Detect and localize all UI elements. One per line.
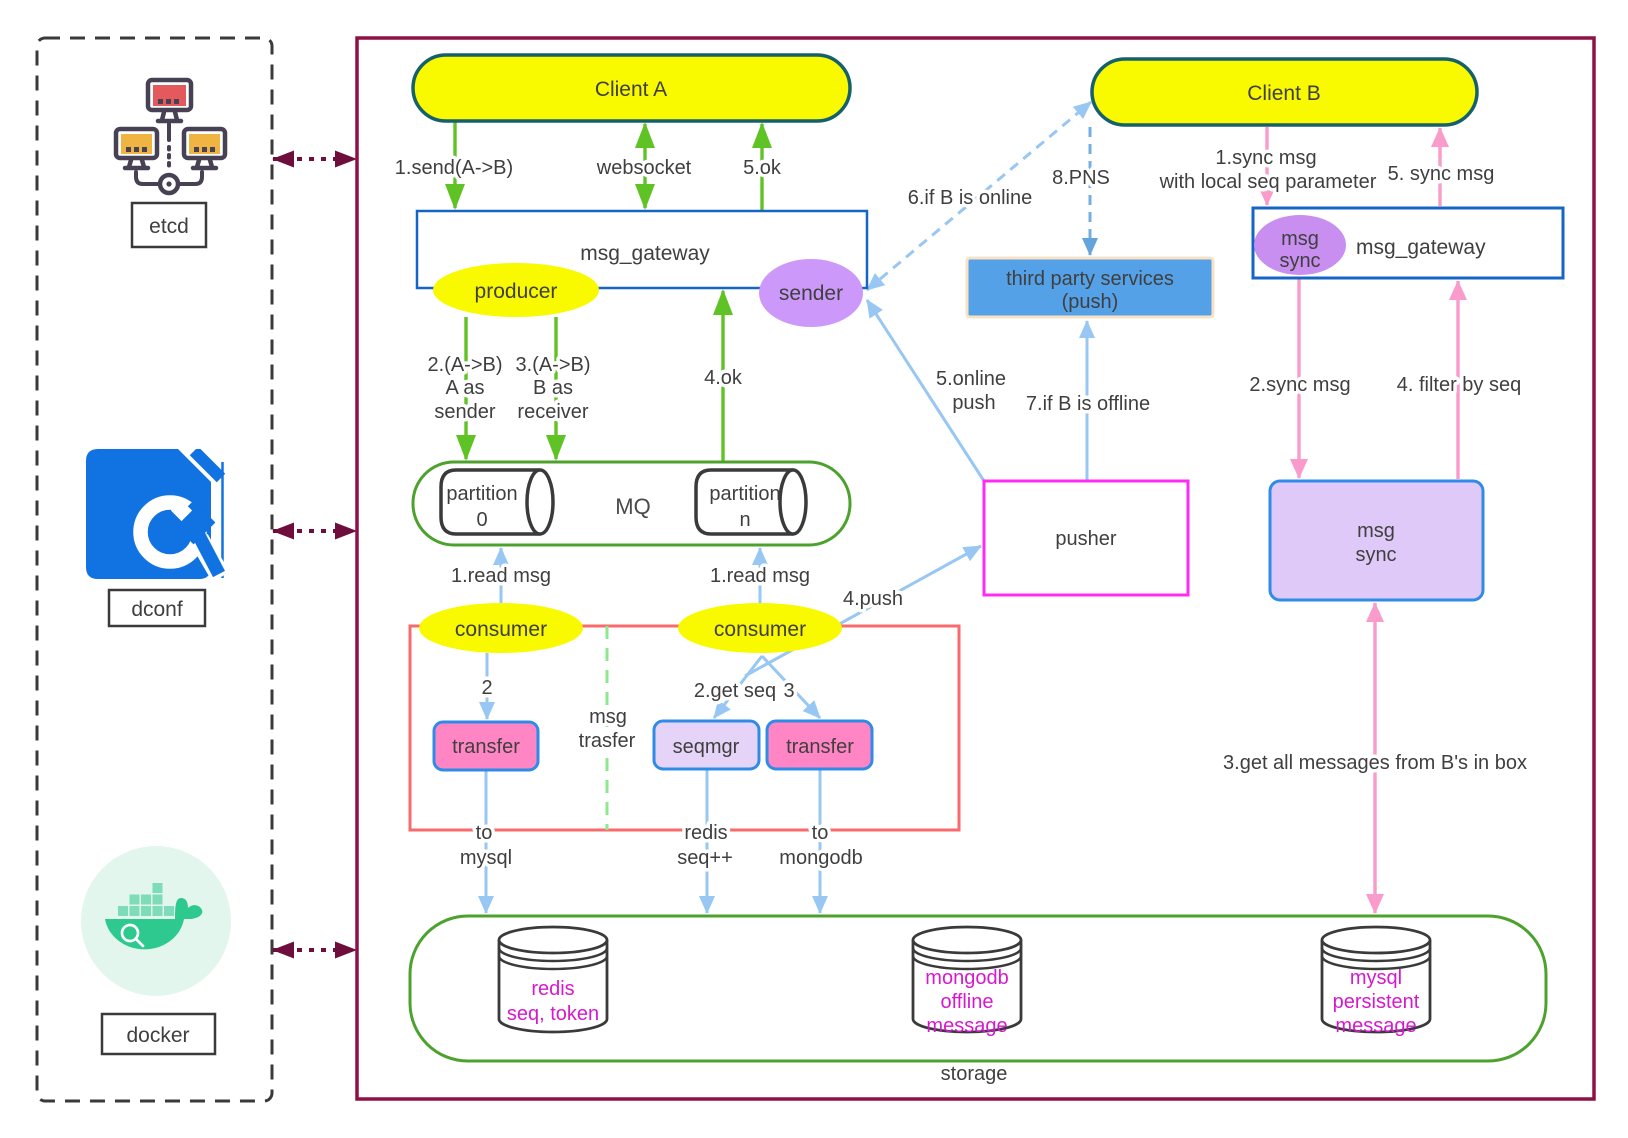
svg-text:Client A: Client A — [595, 78, 667, 101]
svg-text:message: message — [926, 1015, 1007, 1037]
svg-text:websocket: websocket — [596, 157, 692, 179]
svg-text:0: 0 — [476, 509, 487, 531]
svg-text:5.online: 5.online — [936, 368, 1006, 390]
svg-text:n: n — [739, 509, 750, 531]
svg-text:mysql: mysql — [460, 847, 512, 869]
svg-text:Client B: Client B — [1247, 82, 1321, 105]
svg-text:A as: A as — [446, 377, 485, 399]
svg-text:MQ: MQ — [615, 494, 650, 519]
svg-text:msg: msg — [589, 706, 627, 728]
svg-text:(push): (push) — [1062, 291, 1119, 313]
svg-text:seq++: seq++ — [677, 847, 733, 869]
svg-text:8.PNS: 8.PNS — [1052, 167, 1110, 189]
svg-text:3.(A->B): 3.(A->B) — [515, 354, 590, 376]
svg-text:2.sync msg: 2.sync msg — [1249, 374, 1350, 396]
svg-text:4.ok: 4.ok — [704, 367, 743, 389]
svg-text:offline: offline — [940, 991, 993, 1013]
svg-text:seq, token: seq, token — [507, 1003, 599, 1025]
svg-text:mongodb: mongodb — [925, 967, 1008, 989]
svg-text:message: message — [1335, 1015, 1416, 1037]
svg-text:3.get all messages from B's in: 3.get all messages from B's in box — [1223, 752, 1527, 774]
svg-text:pusher: pusher — [1055, 528, 1116, 550]
svg-text:msg_gateway: msg_gateway — [1356, 236, 1486, 259]
svg-text:partition: partition — [446, 483, 517, 505]
svg-text:seqmgr: seqmgr — [673, 736, 740, 758]
svg-text:persistent: persistent — [1333, 991, 1420, 1013]
svg-text:push: push — [952, 392, 995, 414]
svg-text:7.if B is offline: 7.if B is offline — [1026, 393, 1150, 415]
svg-text:consumer: consumer — [714, 618, 806, 641]
svg-text:producer: producer — [475, 280, 558, 303]
svg-text:2.get seq: 2.get seq — [694, 680, 776, 702]
svg-text:1.read msg: 1.read msg — [710, 565, 810, 587]
svg-text:mongodb: mongodb — [779, 847, 862, 869]
svg-text:to: to — [812, 822, 829, 844]
svg-text:msg: msg — [1357, 520, 1395, 542]
svg-text:consumer: consumer — [455, 618, 547, 641]
svg-text:2: 2 — [481, 677, 492, 699]
svg-text:sync: sync — [1355, 544, 1396, 566]
svg-text:msg: msg — [1281, 228, 1319, 250]
svg-text:sender: sender — [779, 282, 843, 305]
svg-text:redis: redis — [684, 822, 727, 844]
svg-text:redis: redis — [531, 978, 574, 1000]
svg-text:5.ok: 5.ok — [743, 157, 782, 179]
svg-text:4. filter by seq: 4. filter by seq — [1397, 374, 1522, 396]
svg-text:partition: partition — [709, 483, 780, 505]
svg-text:receiver: receiver — [517, 401, 588, 423]
svg-text:dconf: dconf — [131, 598, 183, 621]
svg-text:etcd: etcd — [149, 215, 189, 238]
svg-text:B as: B as — [533, 377, 573, 399]
svg-text:with local seq parameter: with local seq parameter — [1159, 171, 1377, 193]
svg-text:1.read msg: 1.read msg — [451, 565, 551, 587]
svg-text:1.sync msg: 1.sync msg — [1215, 147, 1316, 169]
svg-text:3: 3 — [783, 680, 794, 702]
svg-text:msg_gateway: msg_gateway — [580, 242, 710, 265]
svg-text:sender: sender — [434, 401, 495, 423]
svg-text:to: to — [476, 822, 493, 844]
svg-text:5. sync msg: 5. sync msg — [1388, 163, 1495, 185]
svg-text:1.send(A->B): 1.send(A->B) — [395, 157, 513, 179]
svg-text:2.(A->B): 2.(A->B) — [427, 354, 502, 376]
svg-text:6.if B is online: 6.if B is online — [908, 187, 1033, 209]
svg-text:mysql: mysql — [1350, 967, 1402, 989]
svg-text:third party services: third party services — [1006, 268, 1174, 290]
svg-text:docker: docker — [126, 1024, 189, 1047]
svg-text:4.push: 4.push — [843, 588, 903, 610]
svg-text:trasfer: trasfer — [579, 730, 636, 752]
svg-text:transfer: transfer — [452, 736, 520, 758]
svg-text:sync: sync — [1279, 250, 1320, 272]
svg-text:transfer: transfer — [786, 736, 854, 758]
svg-text:storage: storage — [941, 1063, 1008, 1085]
